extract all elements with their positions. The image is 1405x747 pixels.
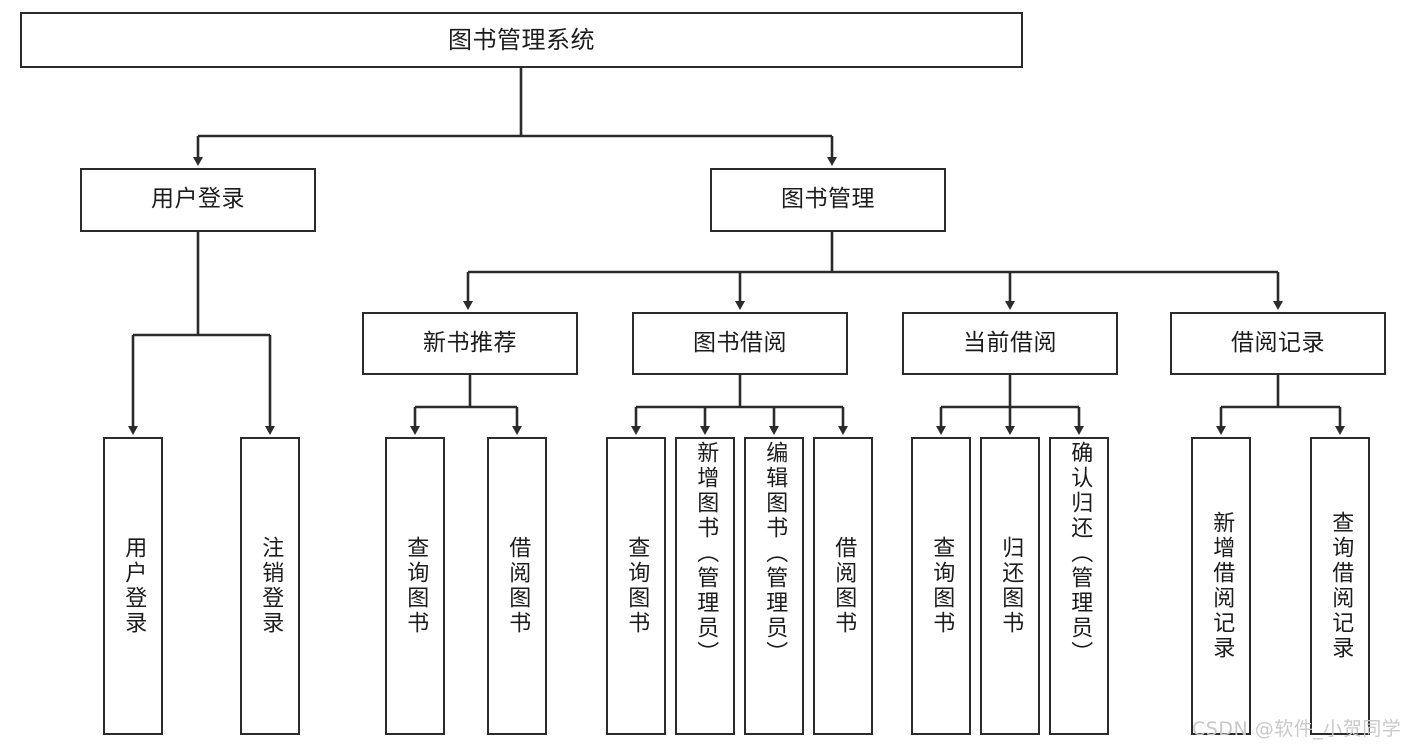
- node-label: 归还图书: [998, 536, 1024, 636]
- node-label: 借阅图书: [505, 536, 531, 636]
- leaf-return-book[interactable]: 归还图书: [980, 437, 1040, 735]
- node-label: 借阅图书: [831, 536, 857, 636]
- node-label: 借阅记录: [1231, 329, 1325, 356]
- leaf-borrow-book[interactable]: 借阅图书: [813, 437, 873, 735]
- node-label: 查询图书: [929, 536, 955, 636]
- node-root-system[interactable]: 图书管理系统: [20, 12, 1023, 68]
- node-label: 新增图书（管理员）: [693, 441, 719, 666]
- leaf-add-book[interactable]: 新增图书（管理员）: [675, 437, 735, 735]
- node-label: 用户登录: [151, 186, 245, 213]
- node-current-borrow[interactable]: 当前借阅: [902, 312, 1118, 375]
- node-label: 图书管理系统: [448, 25, 595, 54]
- node-new-book-recommend[interactable]: 新书推荐: [362, 312, 578, 375]
- leaf-user-login[interactable]: 用户登录: [103, 437, 163, 735]
- watermark: CSDN @软件_小贺同学: [1192, 718, 1402, 740]
- leaf-user-logout[interactable]: 注销登录: [240, 437, 300, 735]
- node-label: 当前借阅: [963, 329, 1057, 356]
- leaf-query-book-current[interactable]: 查询图书: [911, 437, 971, 735]
- node-label: 新增借阅记录: [1209, 511, 1235, 661]
- leaf-edit-book[interactable]: 编辑图书（管理员）: [744, 437, 804, 735]
- node-book-manage[interactable]: 图书管理: [710, 168, 946, 232]
- node-label: 查询借阅记录: [1328, 511, 1354, 661]
- node-label: 查询图书: [403, 536, 429, 636]
- node-user-login[interactable]: 用户登录: [80, 168, 316, 232]
- leaf-query-book-borrow[interactable]: 查询图书: [606, 437, 666, 735]
- leaf-add-borrow-record[interactable]: 新增借阅记录: [1191, 437, 1251, 735]
- node-borrow-record[interactable]: 借阅记录: [1170, 312, 1386, 375]
- node-label: 查询图书: [624, 536, 650, 636]
- node-label: 新书推荐: [423, 329, 517, 356]
- node-label: 图书借阅: [693, 329, 787, 356]
- leaf-query-borrow-record[interactable]: 查询借阅记录: [1310, 437, 1370, 735]
- node-label: 注销登录: [258, 536, 284, 636]
- node-label: 编辑图书（管理员）: [762, 441, 788, 666]
- leaf-borrow-book-recommend[interactable]: 借阅图书: [487, 437, 547, 735]
- node-label: 用户登录: [121, 536, 147, 636]
- node-label: 确认归还（管理员）: [1067, 441, 1093, 666]
- leaf-confirm-return[interactable]: 确认归还（管理员）: [1049, 437, 1109, 735]
- node-label: 图书管理: [781, 186, 875, 213]
- leaf-query-book-recommend[interactable]: 查询图书: [385, 437, 445, 735]
- node-book-borrow[interactable]: 图书借阅: [632, 312, 848, 375]
